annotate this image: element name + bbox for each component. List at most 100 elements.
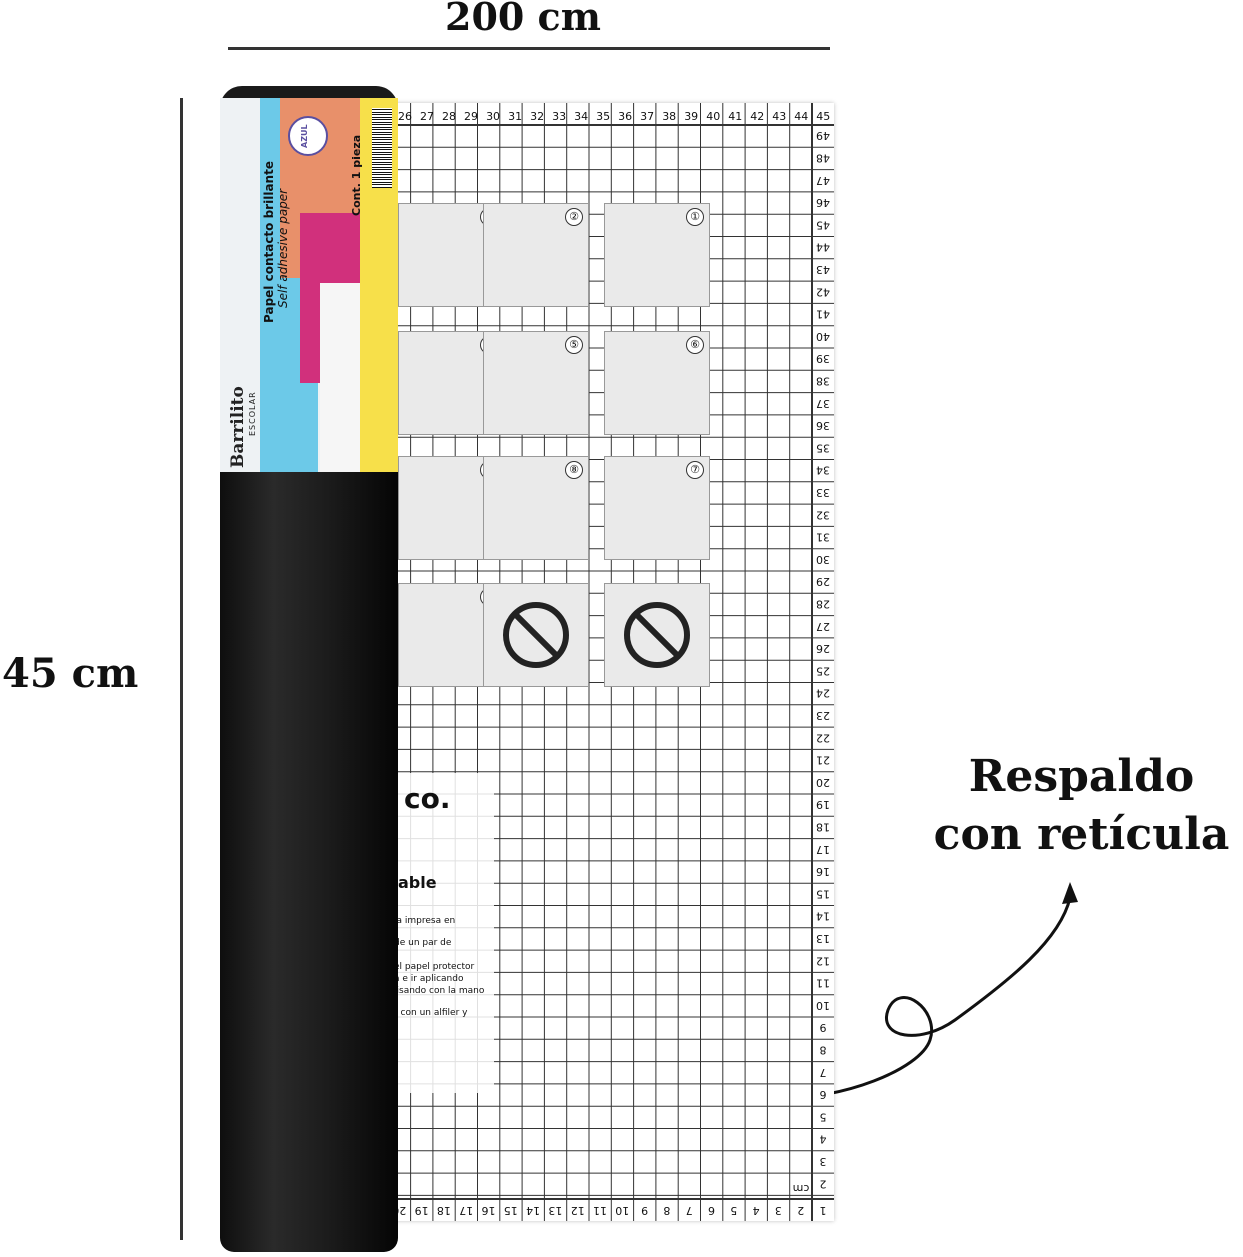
top-scale-number: 28	[442, 110, 456, 123]
bottom-scale-number: 9	[641, 1204, 648, 1217]
top-scale-number: 35	[596, 110, 610, 123]
top-scale-number: 27	[420, 110, 434, 123]
bottom-scale-number: 18	[437, 1204, 451, 1217]
top-scale-number: 26	[398, 110, 412, 123]
callout-line-1: Respaldo	[968, 751, 1195, 802]
top-scale-number: 30	[486, 110, 500, 123]
bottom-scale-number: 11	[593, 1204, 607, 1217]
color-badge: AZUL	[288, 116, 328, 156]
side-scale-number: 9	[820, 1021, 827, 1034]
printed-line: a e ir aplicando	[394, 974, 464, 984]
bottom-scale-number: 19	[415, 1204, 429, 1217]
top-scale-number: 37	[640, 110, 654, 123]
curly-arrow-icon	[779, 882, 1078, 1100]
side-scale-number: 43	[816, 263, 830, 276]
side-scale-number: 15	[816, 887, 830, 900]
printed-line: el papel protector	[394, 962, 475, 972]
printed-line: r con un alfiler y	[394, 1008, 468, 1018]
side-scale-number: 36	[816, 419, 830, 432]
bottom-scale-number: 12	[571, 1204, 585, 1217]
printed-title: able	[398, 873, 437, 892]
side-scale-number: 30	[816, 553, 830, 566]
label-brand: Barrilito	[228, 386, 248, 468]
bottom-scale-number: 2	[797, 1204, 804, 1217]
label-product-en: Self adhesive paper	[276, 188, 290, 308]
height-dimension-label: 45 cm	[2, 650, 139, 697]
bottom-scale-number: 8	[663, 1204, 670, 1217]
side-scale-number: 14	[816, 910, 830, 923]
side-scale-number: 47	[816, 174, 830, 187]
bottom-scale-number: 16	[482, 1204, 496, 1217]
side-scale-number: 32	[816, 508, 830, 521]
printed-line: de un par de	[394, 938, 452, 948]
instruction-panel: ⑦	[604, 456, 710, 560]
width-dimension-label: 200 cm	[445, 0, 601, 39]
side-scale-number: 10	[816, 999, 830, 1012]
step-number: ⑦	[686, 461, 704, 479]
instruction-panel: ①	[604, 203, 710, 307]
label-brand-sub: ESCOLAR	[248, 391, 257, 436]
side-scale-number: 37	[816, 397, 830, 410]
top-scale-number: 29	[464, 110, 478, 123]
printed-line: la impresa en	[394, 916, 456, 926]
side-scale-number: 35	[816, 441, 830, 454]
side-scale-number: 27	[816, 620, 830, 633]
no-stapler-panel	[604, 583, 710, 687]
instruction-panel: ⑧	[483, 456, 589, 560]
top-scale-number: 38	[662, 110, 676, 123]
side-scale-number: 45	[816, 218, 830, 231]
side-scale-number: 48	[816, 151, 830, 164]
instruction-panel: ⑥	[604, 331, 710, 435]
printed-line: lisando con la mano	[394, 986, 485, 996]
side-scale-number: 31	[816, 531, 830, 544]
roll-label: Barrilito ESCOLAR Papel contacto brillan…	[220, 98, 398, 474]
top-scale-number: 31	[508, 110, 522, 123]
label-content: Cont. 1 pieza	[350, 134, 363, 216]
side-scale-number: 49	[816, 129, 830, 142]
label-product: Papel contacto brillante	[262, 161, 276, 323]
top-scale-number: 44	[794, 110, 808, 123]
step-number: ①	[686, 208, 704, 226]
badge-text: AZUL	[300, 124, 309, 148]
side-scale-number: 26	[816, 642, 830, 655]
side-scale-number: 18	[816, 820, 830, 833]
side-scale-number: 42	[816, 285, 830, 298]
top-scale-number: 41	[728, 110, 742, 123]
side-scale-number: 46	[816, 196, 830, 209]
printed-brand: co.	[404, 782, 451, 815]
instruction-panel: ⑤	[483, 331, 589, 435]
side-scale-number: 4	[820, 1133, 827, 1146]
side-scale-number: 2	[820, 1177, 827, 1190]
prohibited-icon	[503, 602, 569, 668]
side-scale-number: 34	[816, 464, 830, 477]
side-scale-number: 13	[816, 932, 830, 945]
step-number: ②	[565, 208, 583, 226]
top-scale-number: 45	[816, 110, 830, 123]
top-scale-number: 32	[530, 110, 544, 123]
paper-roll: Barrilito ESCOLAR Papel contacto brillan…	[220, 86, 398, 1252]
side-scale-number: 33	[816, 486, 830, 499]
unit-label: cm	[793, 1182, 810, 1195]
prohibited-icon	[624, 602, 690, 668]
side-scale-number: 29	[816, 575, 830, 588]
bottom-scale-number: 6	[708, 1204, 715, 1217]
side-scale-number: 7	[820, 1066, 827, 1079]
side-scale-number: 3	[820, 1155, 827, 1168]
side-scale-number: 38	[816, 374, 830, 387]
bottom-scale-number: 3	[775, 1204, 782, 1217]
top-scale-number: 40	[706, 110, 720, 123]
bottom-scale-number: 17	[459, 1204, 473, 1217]
side-scale-number: 24	[816, 687, 830, 700]
top-scale-number: 34	[574, 110, 588, 123]
side-scale-number: 19	[816, 798, 830, 811]
printed-instructions: co. able la impresa en de un par de el p…	[394, 773, 494, 1093]
callout-line-2: con retícula	[933, 809, 1230, 860]
bottom-scale-number: 10	[615, 1204, 629, 1217]
top-scale-number: 33	[552, 110, 566, 123]
step-number: ⑧	[565, 461, 583, 479]
width-dimension-line	[228, 47, 830, 50]
side-scale-number: 12	[816, 954, 830, 967]
top-scale-number: 42	[750, 110, 764, 123]
bottom-scale-number: 14	[526, 1204, 540, 1217]
